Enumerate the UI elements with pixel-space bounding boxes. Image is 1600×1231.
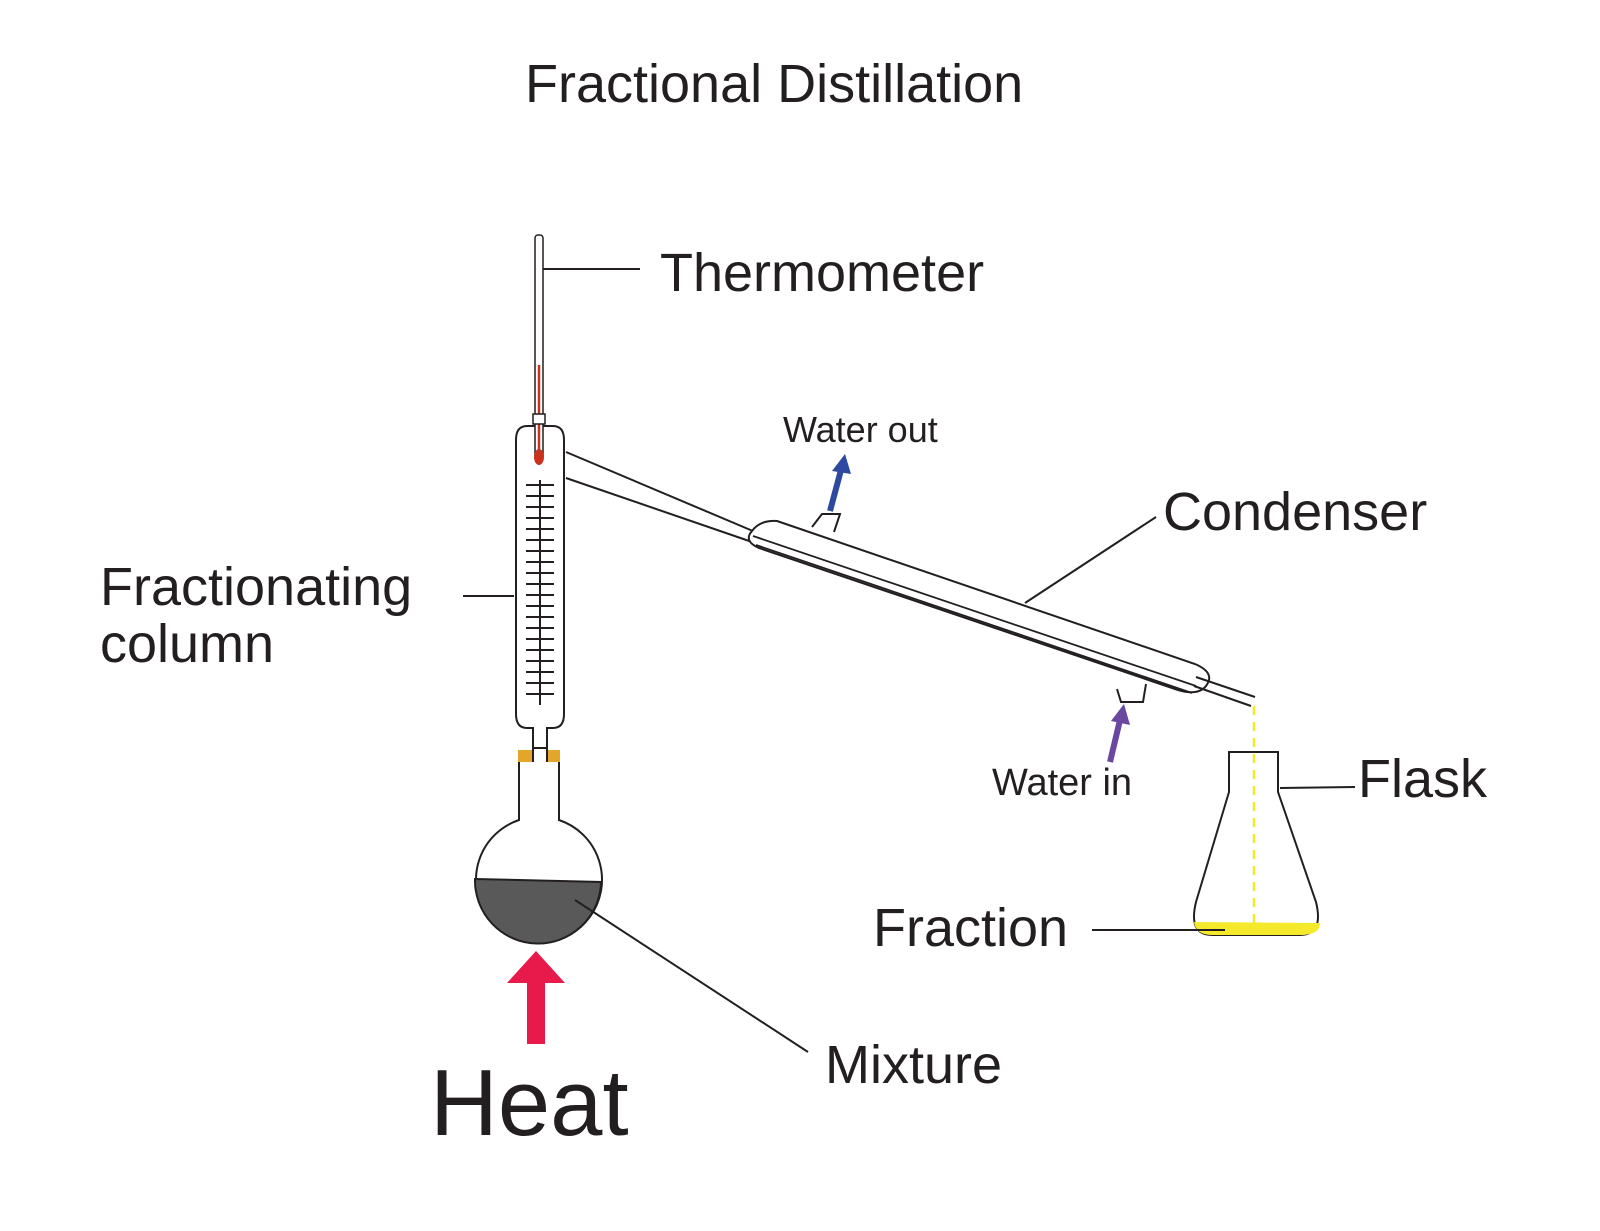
thermometer (532, 234, 546, 465)
label-thermometer: Thermometer (660, 243, 985, 303)
fraction-liquid (1194, 922, 1320, 935)
leader-condenser (1024, 516, 1157, 604)
mixture-liquid (473, 877, 603, 945)
label-water-in: Water in (992, 762, 1133, 804)
water-out-arrow (827, 454, 851, 512)
water-in-arrow (1107, 704, 1130, 763)
round-bottom-flask (473, 747, 603, 945)
column-packing-scale (526, 480, 554, 705)
label-fractionating-column-line2: column (100, 614, 275, 674)
label-flask: Flask (1358, 749, 1488, 809)
leader-flask (1279, 786, 1356, 789)
diagram-title: Fractional Distillation (525, 54, 1024, 114)
condenser (747, 513, 1256, 707)
receiving-flask (1193, 706, 1320, 936)
label-mixture: Mixture (825, 1035, 1003, 1095)
label-fractionating-column-line1: Fractionating (100, 557, 413, 617)
leader-lines (463, 268, 1356, 1053)
heat-arrow (507, 951, 565, 1044)
label-condenser: Condenser (1163, 482, 1428, 542)
label-fraction: Fraction (873, 898, 1069, 958)
thermometer-bulb (534, 449, 544, 465)
leader-mixture (574, 899, 809, 1053)
fractionating-column (515, 425, 761, 761)
label-water-out: Water out (783, 409, 938, 450)
label-heat: Heat (430, 1050, 629, 1155)
